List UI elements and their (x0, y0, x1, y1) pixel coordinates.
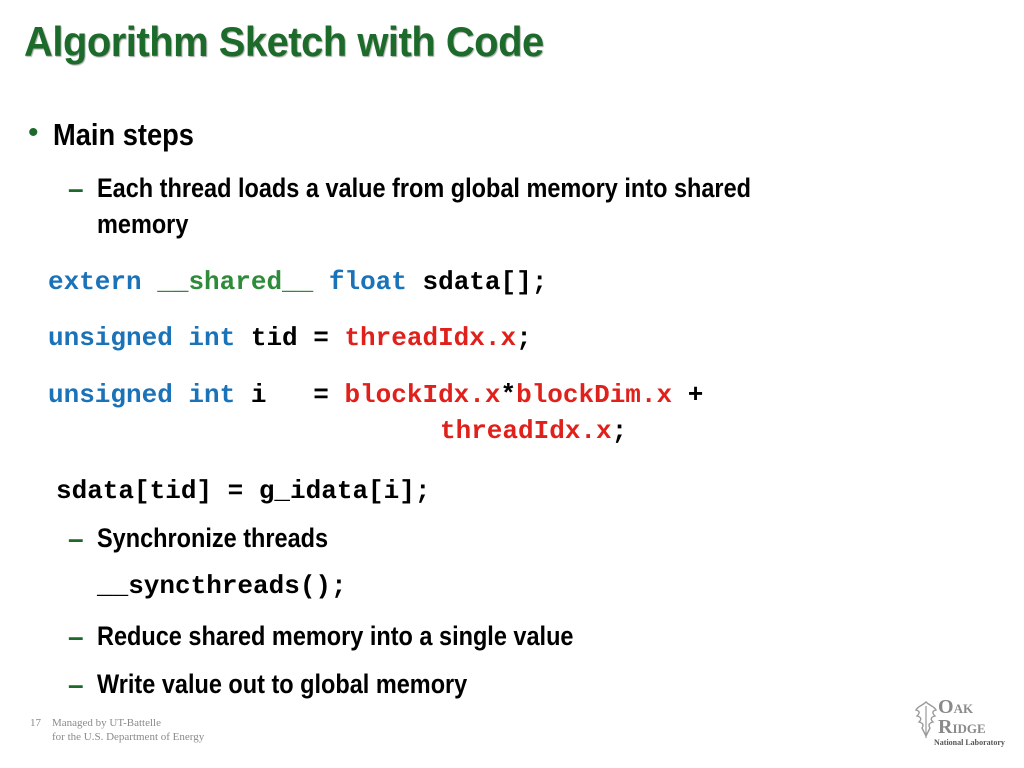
code-line-1: extern __shared__ float sdata[]; (48, 264, 547, 300)
oak-leaf-icon (914, 701, 938, 738)
code-line-2: unsigned int tid = threadIdx.x; (48, 320, 532, 356)
step-2: Synchronize threads (97, 523, 329, 553)
code-text: + (672, 380, 704, 410)
code-text: sdata[]; (406, 267, 548, 297)
code-text: ; (611, 416, 628, 446)
bullet-main-steps: Main steps (53, 117, 194, 152)
logo-subtitle: National Laboratory (934, 738, 1005, 747)
code-text: tid = (235, 323, 345, 353)
slide-title: Algorithm Sketch with Code (24, 18, 544, 65)
logo-word1-cap: O (938, 696, 954, 718)
dash-icon: – (68, 173, 84, 204)
dash-icon: – (68, 621, 84, 652)
code-text: i = (235, 380, 345, 410)
oak-ridge-logo: OAK RIDGE National Laboratory (912, 696, 1008, 748)
dash-icon: – (68, 523, 84, 554)
code-line-5: sdata[tid] = g_idata[i]; (56, 476, 431, 506)
footer-line-1: Managed by UT-Battelle (52, 717, 161, 729)
code-keyword: unsigned int (48, 323, 236, 353)
step-1-line2: memory (97, 209, 189, 239)
code-line-6: __syncthreads(); (97, 571, 347, 601)
code-keyword: extern (48, 267, 142, 297)
logo-word2-cap: R (938, 716, 953, 738)
code-line-3: unsigned int i = blockIdx.x*blockDim.x + (48, 377, 703, 413)
code-builtin: blockIdx.x (344, 380, 501, 410)
code-builtin: threadIdx.x (344, 323, 517, 353)
step-3: Reduce shared memory into a single value (97, 621, 574, 651)
code-text: ; (516, 323, 532, 353)
bullet-dot-icon: • (28, 116, 39, 149)
code-builtin: blockDim.x (516, 380, 673, 410)
code-shared-qualifier: __shared__ (157, 267, 314, 297)
code-keyword: float (328, 267, 407, 297)
step-4: Write value out to global memory (97, 669, 468, 699)
code-line-4: threadIdx.x; (440, 413, 627, 449)
code-builtin: threadIdx.x (440, 416, 612, 446)
footer-line-2: for the U.S. Department of Energy (52, 731, 205, 743)
logo-word1-rest: AK (953, 701, 974, 716)
dash-icon: – (68, 669, 84, 700)
code-text: * (500, 380, 517, 410)
step-1-line1: Each thread loads a value from global me… (97, 173, 751, 203)
page-number: 17 (30, 717, 41, 729)
logo-word2-rest: IDGE (952, 721, 986, 736)
code-keyword: unsigned int (48, 380, 236, 410)
